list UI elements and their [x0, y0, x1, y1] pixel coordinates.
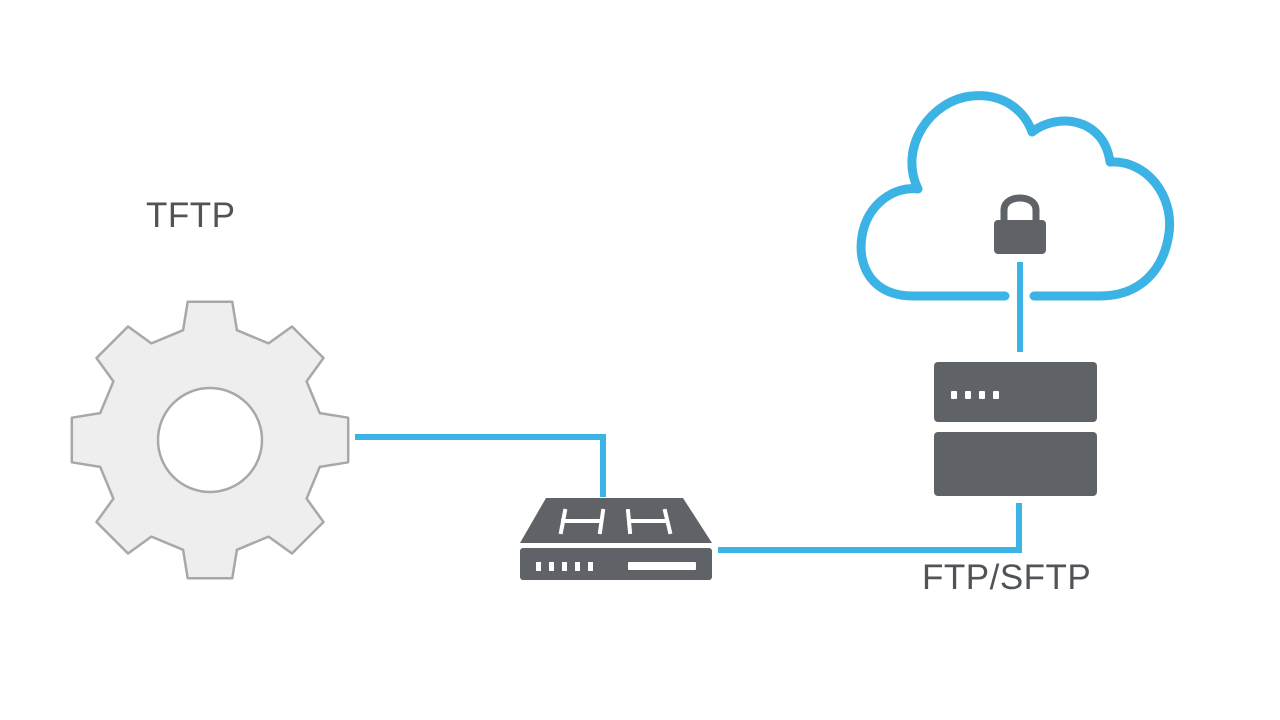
lock-icon — [994, 194, 1046, 254]
connectors — [355, 262, 1023, 553]
tftp-label: TFTP — [146, 196, 236, 235]
connector-switch-to-server — [718, 503, 1022, 553]
connector-gear-to-switch — [355, 434, 606, 497]
cloud-icon — [856, 91, 1175, 301]
ftp-sftp-label: FTP/SFTP — [922, 558, 1092, 597]
gear-icon — [70, 300, 350, 580]
network-switch-icon — [520, 498, 712, 580]
server-icon — [934, 362, 1097, 496]
